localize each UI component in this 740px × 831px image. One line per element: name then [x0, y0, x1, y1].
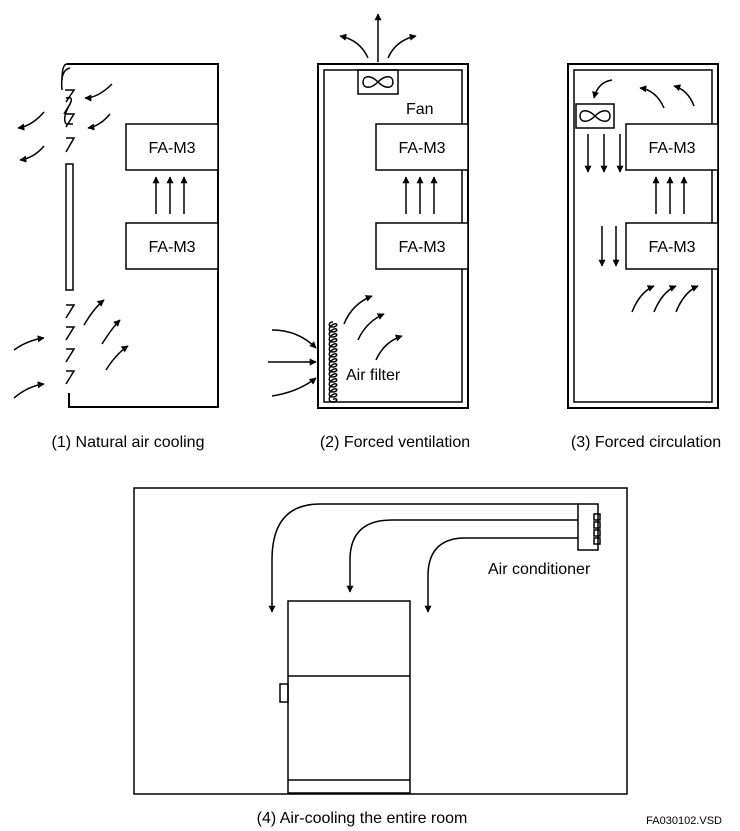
panel2-module-bottom-label: FA-M3 — [398, 239, 445, 256]
cabinet-1-door-panel — [65, 163, 74, 291]
lower-louvers — [65, 304, 76, 385]
panel1-module-bottom-label: FA-M3 — [148, 239, 195, 256]
panel-air-cooling-room: Air conditioner (4) Air-cooling the enti… — [133, 487, 628, 827]
panel1-up-arrows — [152, 176, 188, 214]
panel-natural-air-cooling: FA-M3 FA-M3 (1) Natural air cooling — [13, 63, 219, 451]
panel1-module-bottom: FA-M3 — [125, 222, 219, 270]
room-outline — [133, 487, 628, 795]
panel3-module-bottom-label: FA-M3 — [648, 239, 695, 256]
cabinet-handle — [279, 683, 289, 703]
file-reference: FA030102.VSD — [646, 815, 722, 827]
panel1-outflow-arrows — [17, 83, 113, 163]
panel3-module-top: FA-M3 — [625, 123, 719, 171]
panel1-module-top: FA-M3 — [125, 123, 219, 171]
air-conditioner-icon — [577, 503, 601, 551]
panel3-module-top-label: FA-M3 — [648, 140, 695, 157]
cabinet-1-bottom-bracket — [68, 393, 80, 408]
panel1-inflow-arrows — [13, 299, 129, 399]
air-filter-coil — [328, 321, 338, 403]
air-filter-label: Air filter — [346, 367, 401, 384]
panel2-inflow-arrows — [268, 295, 403, 397]
panel2-module-bottom: FA-M3 — [375, 222, 469, 270]
panel3-circulation-arrows — [584, 79, 699, 313]
air-conditioner-label: Air conditioner — [488, 561, 591, 578]
panel2-module-top-label: FA-M3 — [398, 140, 445, 157]
panel2-exhaust-arrows — [339, 13, 417, 62]
fan-label: Fan — [406, 101, 434, 118]
panel4-caption: (4) Air-cooling the entire room — [257, 810, 468, 827]
room-cabinet — [279, 600, 411, 794]
panel3-caption: (3) Forced circulation — [571, 434, 721, 451]
panel1-caption: (1) Natural air cooling — [52, 434, 205, 451]
panel3-module-bottom: FA-M3 — [625, 222, 719, 270]
panel-forced-circulation: FA-M3 FA-M3 (3) Forced circulation — [567, 63, 721, 451]
air-filter-icon — [328, 321, 338, 403]
panel2-caption: (2) Forced ventilation — [320, 434, 470, 451]
fan-icon — [357, 69, 399, 95]
fan-icon — [575, 103, 615, 129]
panel-forced-ventilation: Fan FA-M3 FA-M3 Air filter — [268, 13, 470, 451]
panel2-module-top: FA-M3 — [375, 123, 469, 171]
panel1-module-top-label: FA-M3 — [148, 140, 195, 157]
upper-louvers — [60, 67, 76, 153]
room-airflow-arrows — [268, 503, 578, 613]
panel2-up-arrows — [402, 176, 438, 214]
